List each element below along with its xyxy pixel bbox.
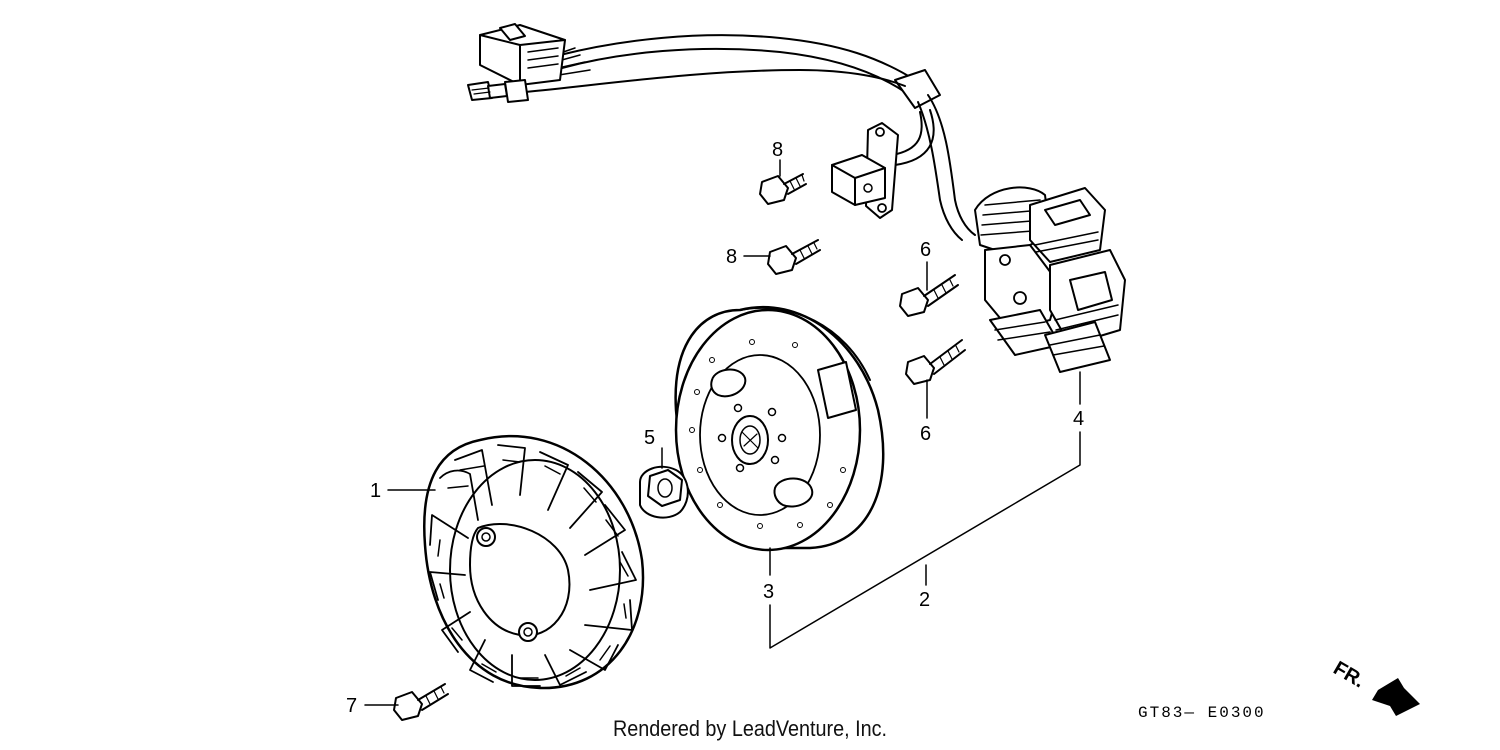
- leader-lines: [364, 159, 1081, 706]
- front-label: FR.: [1330, 657, 1369, 692]
- callout-4: 4: [1073, 408, 1084, 430]
- callout-1: 1: [370, 480, 381, 502]
- flange-bolt-6b: [905, 339, 966, 385]
- pulser-coil-bracket: [831, 122, 899, 219]
- callout-5: 5: [644, 427, 655, 449]
- cooling-fan: [423, 434, 645, 690]
- callout-6b: 6: [920, 423, 931, 445]
- callout-6a: 6: [920, 239, 931, 261]
- wire-connector-block: [479, 23, 566, 86]
- stator-coil-assembly: [974, 186, 1126, 373]
- callout-8a: 8: [772, 139, 783, 161]
- wire-harness: [524, 34, 976, 241]
- flywheel: [674, 305, 885, 552]
- flange-bolt-6a: [899, 274, 959, 317]
- render-credit: Rendered by LeadVenture, Inc.: [612, 716, 888, 741]
- front-direction-indicator: FR.: [1330, 657, 1420, 716]
- front-arrow-icon: [1372, 678, 1420, 716]
- flange-bolt-8a: [759, 173, 807, 205]
- flange-nut: [639, 465, 689, 519]
- flange-bolt-8b: [767, 239, 821, 275]
- callout-7: 7: [346, 695, 357, 717]
- callout-2: 2: [919, 589, 930, 611]
- callout-8b: 8: [726, 246, 737, 268]
- callout-3: 3: [763, 581, 774, 603]
- flange-bolt-7: [393, 683, 449, 721]
- diagram-code: GT83— E0300: [1138, 704, 1266, 722]
- bullet-connector: [467, 79, 529, 103]
